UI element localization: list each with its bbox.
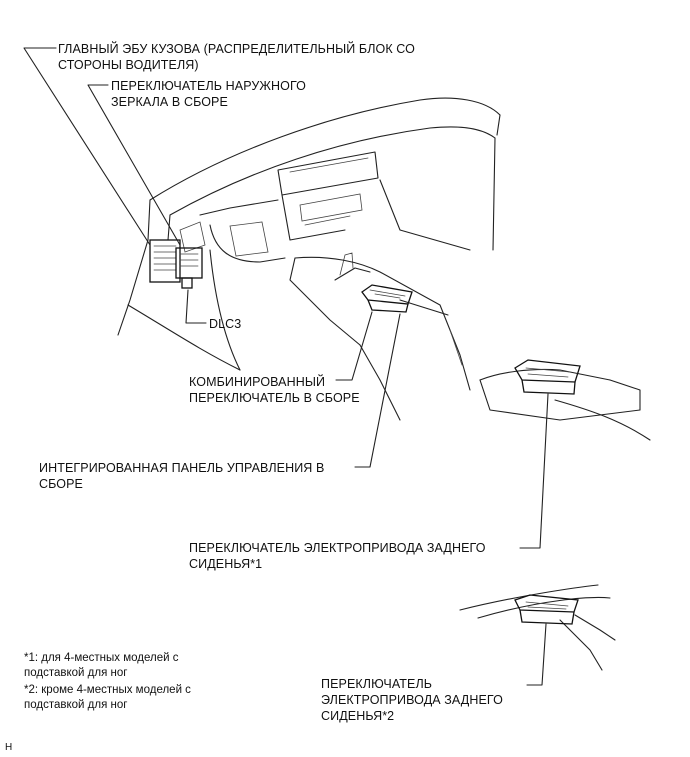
main-ecu-label-line1: ГЛАВНЫЙ ЭБУ КУЗОВА (РАСПРЕДЕЛИТЕЛЬНЫЙ БЛ… (58, 42, 415, 56)
footnote2-line2: подставкой для ног (24, 699, 128, 711)
mirror-switch-label-line2: ЗЕРКАЛА В СБОРЕ (111, 95, 228, 109)
rear-seat-switch1-label-line2: СИДЕНЬЯ*1 (189, 557, 263, 571)
combo-switch-label-line1: КОМБИНИРОВАННЫЙ (189, 375, 326, 389)
footnote1-line1: *1: для 4-местных моделей с (24, 652, 179, 664)
integrated-panel-label-line1: ИНТЕГРИРОВАННАЯ ПАНЕЛЬ УПРАВЛЕНИЯ В (39, 461, 325, 475)
mirror-switch-label-line1: ПЕРЕКЛЮЧАТЕЛЬ НАРУЖНОГО (111, 79, 306, 93)
leader-lines (23, 47, 549, 686)
rear-seat-switch2-label-line2: ЭЛЕКТРОПРИВОДА ЗАДНЕГО (321, 693, 503, 707)
dlc3-label: DLC3 (209, 317, 242, 331)
footnote2-line1: *2: кроме 4-местных моделей с (24, 684, 191, 696)
integrated-panel-label-line2: СБОРЕ (39, 477, 83, 491)
corner-mark: H (5, 742, 13, 753)
rear-seat-switch1-label-line1: ПЕРЕКЛЮЧАТЕЛЬ ЭЛЕКТРОПРИВОДА ЗАДНЕГО (189, 541, 486, 555)
dashboard-drawing (117, 97, 651, 441)
rear-seat-switch2-drawing (459, 584, 616, 671)
footnote1-line2: подставкой для ног (24, 667, 128, 679)
rear-seat-switch2-label-line3: СИДЕНЬЯ*2 (321, 709, 395, 723)
rear-seat-switch2-label-line1: ПЕРЕКЛЮЧАТЕЛЬ (321, 677, 433, 691)
combination-switch-drawing (361, 284, 413, 313)
combo-switch-label-line2: ПЕРЕКЛЮЧАТЕЛЬ В СБОРЕ (189, 391, 360, 405)
main-body-ecu-drawing (149, 239, 203, 289)
main-ecu-label-line2: СТОРОНЫ ВОДИТЕЛЯ) (58, 58, 199, 72)
integrated-panel-drawing (514, 359, 581, 395)
